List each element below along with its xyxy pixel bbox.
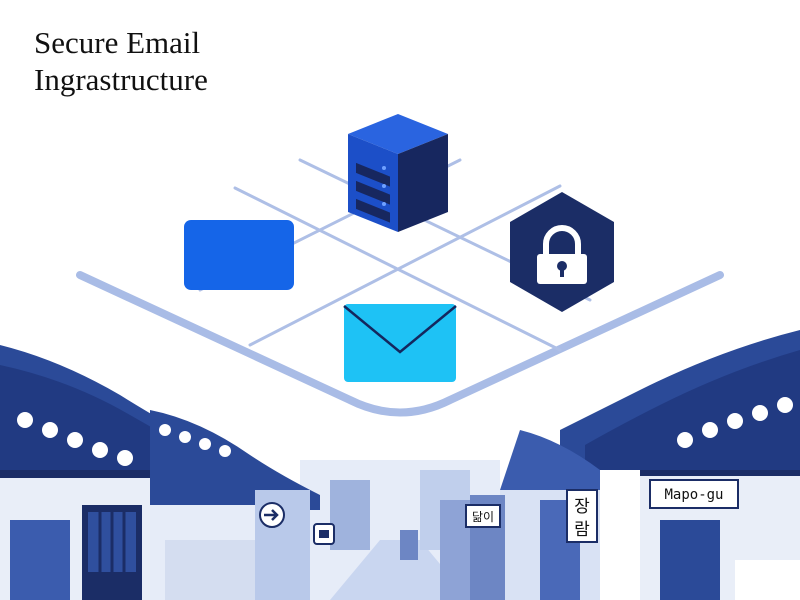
page-title-line-1: Secure Email	[34, 25, 201, 60]
shop-sign-vertical-bottom: 람	[574, 520, 590, 540]
page-title: Secure Email Ingrastructure	[34, 24, 208, 98]
left-buildings	[0, 345, 320, 600]
shop-sign-vertical-top: 장	[574, 497, 590, 517]
envelope-icon	[343, 304, 457, 382]
district-sign: Mapo-gu	[649, 479, 739, 509]
page-title-line-2: Ingrastructure	[34, 62, 208, 97]
window-card-icon	[184, 220, 294, 290]
district-sign-text: Mapo-gu	[664, 487, 723, 503]
shop-sign-small-text: 닮이	[472, 510, 494, 524]
padlock-icon	[510, 192, 614, 312]
shop-sign-vertical: 장 람	[566, 489, 598, 543]
server-icon	[348, 114, 448, 232]
right-buildings	[440, 330, 800, 600]
arrow-right-icon	[259, 502, 285, 528]
shop-sign-small: 닮이	[465, 504, 501, 528]
sign-icon-small	[313, 523, 335, 545]
